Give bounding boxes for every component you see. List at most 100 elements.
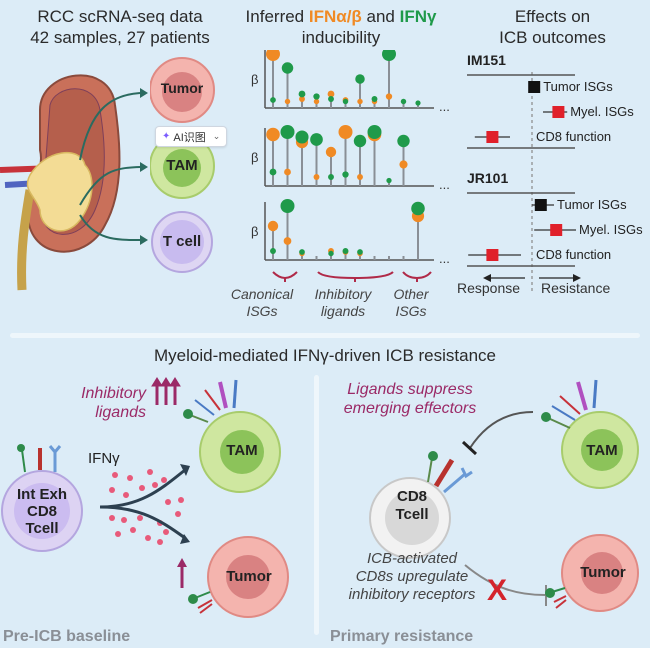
ifng-point xyxy=(371,96,378,102)
group-label-canonical: Canonical ISGs xyxy=(220,286,304,320)
bottom-title: Myeloid-mediated IFNγ-driven ICB resista… xyxy=(153,346,496,365)
ifng-point xyxy=(295,130,309,144)
annot-line2: CD8s upregulate xyxy=(355,568,469,585)
kidney-illustration xyxy=(0,74,148,291)
ifnab-point xyxy=(313,98,320,105)
title-ifnab: IFNα/β xyxy=(308,7,362,26)
tumor-mass xyxy=(26,151,93,232)
inhibitory-line1: Inhibitory xyxy=(81,385,146,402)
ifng-point xyxy=(328,96,334,102)
ifnab-point xyxy=(266,127,280,142)
inhibit-arrow xyxy=(469,411,534,449)
tam-label-left: TAM xyxy=(226,442,258,459)
ellipsis: ... xyxy=(439,99,450,114)
panel1-title-line2: 42 samples, 27 patients xyxy=(30,28,210,47)
ifnab-point xyxy=(284,168,291,176)
annot-line3: inhibitory receptors xyxy=(348,586,476,603)
ligands-suppress-label: Ligands suppress emerging effectors xyxy=(330,380,490,418)
ifnab-point xyxy=(266,50,280,61)
cell-types xyxy=(150,57,215,273)
title-mid: and xyxy=(361,7,400,26)
y-axis-label: β xyxy=(251,150,258,165)
point-estimate xyxy=(528,81,541,93)
group-canonical-line2: ISGs xyxy=(246,303,278,319)
ifnab-point xyxy=(299,96,305,102)
resistance-arrowhead xyxy=(573,274,581,282)
ifng-point xyxy=(397,134,410,148)
ifng-point xyxy=(299,249,305,255)
ifnab-point xyxy=(313,174,320,180)
ifng-point xyxy=(280,125,295,139)
row-label: CD8 function xyxy=(536,129,611,144)
tcell-line2: CD8 xyxy=(26,503,57,520)
ifng-point xyxy=(342,171,349,178)
group-canonical-line1: Canonical xyxy=(230,286,294,302)
up-arrows-icon xyxy=(151,377,181,405)
annot-line1: ICB-activated xyxy=(366,550,458,567)
int-exh-tcell-label: Int Exh CD8 Tcell xyxy=(2,486,82,537)
ifnab-point xyxy=(267,220,279,232)
y-axis-label: β xyxy=(251,224,258,239)
group-other-line1: Other xyxy=(393,286,429,302)
inhibitory-line2: ligands xyxy=(95,404,146,421)
int-exh-tcell-icon xyxy=(1,444,83,552)
ifng-point xyxy=(353,134,367,148)
group-other-line2: ISGs xyxy=(395,303,427,319)
tumor-label-left: Tumor xyxy=(226,568,272,585)
point-estimate xyxy=(550,224,563,236)
axis-label-response: Response xyxy=(457,280,520,296)
y-axis-label: β xyxy=(251,72,258,87)
tumor-label-right: Tumor xyxy=(580,564,626,581)
lollipop-charts: β...β...β... xyxy=(251,50,450,266)
tumor-cell-icon-left xyxy=(188,536,289,618)
ifnab-point xyxy=(399,160,408,169)
point-estimate xyxy=(552,106,565,118)
row-label: CD8 function xyxy=(536,247,611,262)
ai-recognize-button[interactable]: ✦ AI识图 ⌄ xyxy=(155,126,228,147)
ifng-label: IFNγ xyxy=(88,450,120,467)
ifng-point xyxy=(328,250,334,257)
arrow-to-tam xyxy=(79,166,141,206)
up-arrow-icon xyxy=(177,558,187,588)
row-label: Tumor ISGs xyxy=(543,79,613,94)
block-x-icon: X xyxy=(487,574,507,607)
tcell-icon xyxy=(151,211,213,273)
ellipsis: ... xyxy=(439,177,450,192)
arrow-to-tumor xyxy=(99,505,186,540)
panel3-title-line1: Effects on xyxy=(514,7,591,26)
group-brackets xyxy=(272,271,432,282)
ai-badge-label: AI识图 xyxy=(173,131,206,144)
row-label: Myel. ISGs xyxy=(579,222,643,237)
tam-cell-icon-right xyxy=(541,379,639,489)
ifnab-point xyxy=(357,98,363,105)
ifng-point xyxy=(298,90,306,98)
tumor-cell-icon xyxy=(150,57,215,123)
tcell-line1: Int Exh xyxy=(16,486,67,503)
ifnab-point xyxy=(357,174,363,180)
ifnab-point xyxy=(284,98,291,105)
panel2-title-line2: inducibility xyxy=(301,28,381,47)
chevron-down-icon[interactable]: ⌄ xyxy=(212,131,221,141)
tam-cell-icon-left xyxy=(183,379,281,493)
response-arrowhead xyxy=(483,274,491,282)
section-divider xyxy=(10,333,640,338)
arrow-to-tumor xyxy=(79,92,141,161)
panel3-title: Effects on ICB outcomes xyxy=(455,6,650,48)
ifng-point xyxy=(270,97,276,103)
ligands-line2: emerging effectors xyxy=(343,400,477,417)
ifnab-point xyxy=(325,146,337,158)
tcell-line3: Tcell xyxy=(25,520,59,537)
point-estimate xyxy=(534,199,547,211)
primary-resistance-label: Primary resistance xyxy=(330,628,474,645)
panel1-title: RCC scRNA-seq data 42 samples, 27 patien… xyxy=(0,6,240,48)
row-label: Myel. ISGs xyxy=(570,104,634,119)
cd8-tcell-icon-right xyxy=(369,451,473,559)
cell-label-tumor: Tumor xyxy=(160,80,204,96)
arrow-to-tcell xyxy=(79,214,141,241)
bottom-divider xyxy=(314,375,319,635)
tumor-cell-icon-right xyxy=(545,534,639,612)
bracket-canonical xyxy=(272,271,298,282)
ifng-point xyxy=(367,125,382,139)
ifng-point xyxy=(328,174,334,180)
